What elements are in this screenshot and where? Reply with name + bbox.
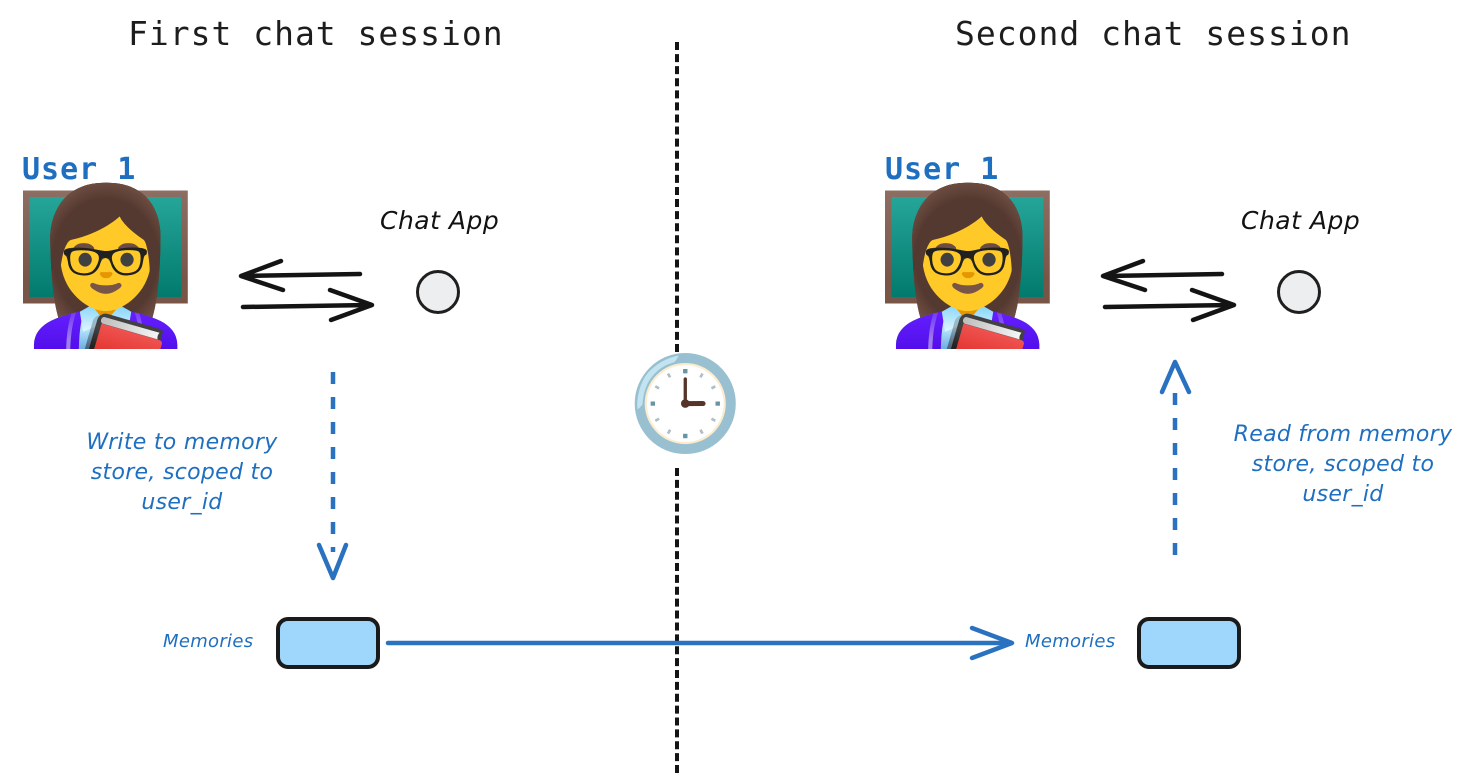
annotation-write-memory: Write to memory store, scoped to user_id: [42, 428, 322, 518]
annotation-line: Write to memory: [86, 430, 278, 455]
chat-app-label-first: Chat App: [380, 206, 500, 235]
chat-app-node-second[interactable]: [1277, 270, 1321, 314]
annotation-line: Read from memory: [1233, 422, 1453, 447]
read-arrow-up: [1159, 359, 1192, 555]
chat-app-label-second: Chat App: [1241, 206, 1361, 235]
write-arrow-down: [316, 372, 349, 581]
session-title-first: First chat session: [128, 14, 504, 53]
user-label-first: User 1: [22, 152, 137, 187]
memories-label-first: Memories: [163, 631, 254, 652]
arrow-left-second: [1100, 258, 1225, 293]
annotation-line: user_id: [1302, 482, 1384, 507]
timeline-divider-bottom: [675, 468, 679, 773]
memories-box-first[interactable]: [276, 617, 380, 669]
memories-label-second: Memories: [1025, 631, 1116, 652]
arrow-right-first: [240, 287, 375, 323]
annotation-line: store, scoped to: [1251, 452, 1435, 477]
arrow-left-first: [238, 258, 363, 293]
clock-icon: 🕒: [628, 350, 743, 457]
annotation-read-memory: Read from memory store, scoped to user_i…: [1205, 420, 1481, 510]
user-label-second: User 1: [885, 152, 1000, 187]
annotation-line: store, scoped to: [90, 460, 274, 485]
timeline-divider-top: [675, 42, 679, 352]
arrow-right-second: [1102, 287, 1237, 323]
memories-box-second[interactable]: [1137, 617, 1241, 669]
session-title-second: Second chat session: [955, 14, 1352, 53]
avatar-user-first: 👩‍🏫: [12, 180, 199, 354]
persistence-arrow: [385, 625, 1015, 661]
annotation-line: user_id: [141, 490, 223, 515]
avatar-user-second: 👩‍🏫: [874, 180, 1061, 354]
chat-app-node-first[interactable]: [416, 270, 460, 314]
